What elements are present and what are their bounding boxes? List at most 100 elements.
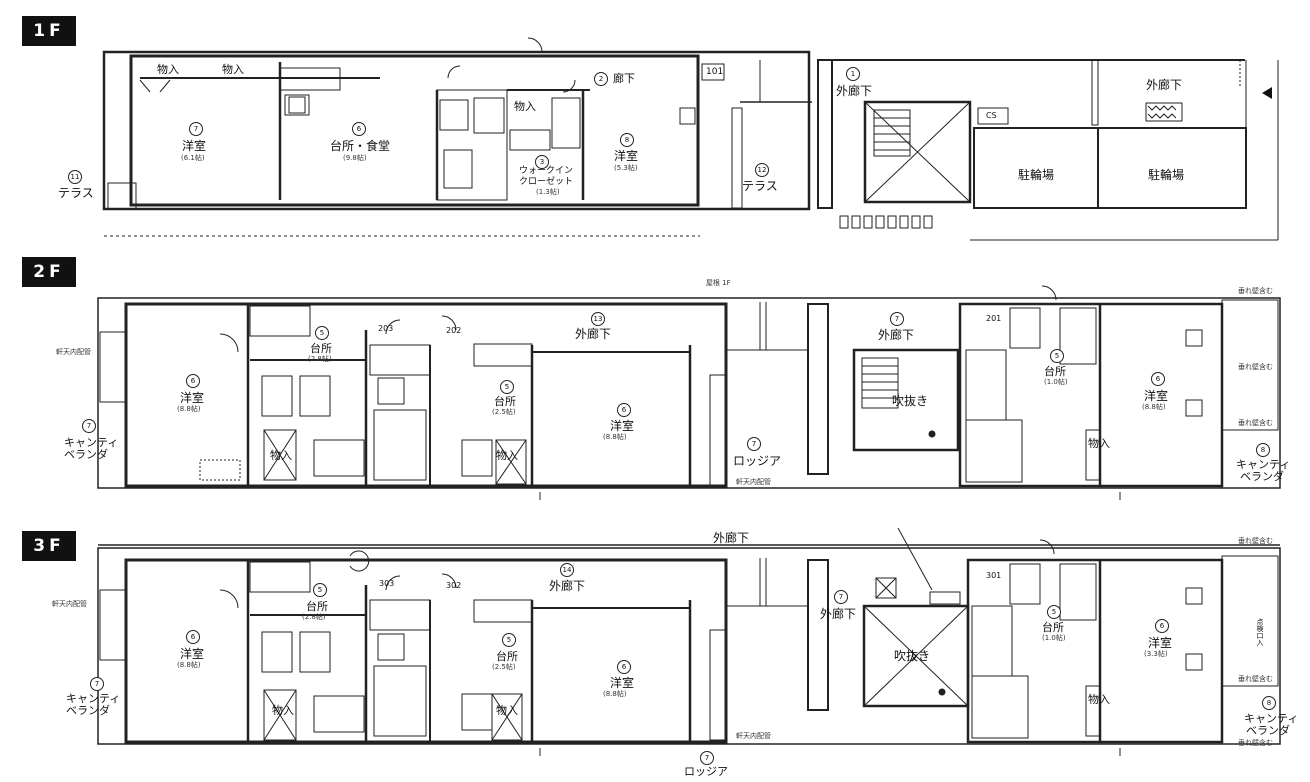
f3-east-room-name: 洋室: [1148, 636, 1173, 650]
f3-center-room-name: 洋室: [610, 676, 635, 690]
f2-unit-202: 202: [446, 326, 462, 335]
f2-center-room-size: (8.8帖): [603, 433, 627, 441]
f3-kitchen3-num: 5: [1047, 605, 1061, 619]
f1-west-room-num: 7: [189, 122, 203, 136]
f2-west-room-num: 6: [186, 374, 200, 388]
f3-candy-veranda-num: 7: [90, 677, 104, 691]
f2-gutter-2: 垂れ壁含む: [1238, 363, 1273, 371]
f2-storage-1: 物入: [270, 449, 292, 462]
f1-kitchen-size: (9.8帖): [343, 154, 367, 162]
f2-unit-201: 201: [986, 314, 1002, 323]
plan-2f: [97, 285, 1281, 500]
f1-ext-corridor-2: 外廊下: [1146, 78, 1183, 92]
plan-3f: [97, 527, 1281, 756]
f3-gutter-2: 垂れ壁含む: [1238, 675, 1273, 683]
f2-center-room-num: 6: [617, 403, 631, 417]
f3-east-room-num: 6: [1155, 619, 1169, 633]
f2-kitchen1-num: 5: [315, 326, 329, 340]
f3-center-room-size: (8.8帖): [603, 690, 627, 698]
f3-kitchen1-name: 台所: [306, 600, 328, 613]
f2-west-room-name: 洋室: [180, 391, 205, 405]
f1-wic-size: (1.3帖): [536, 188, 560, 196]
f3-ext-corridor-e-num: 7: [834, 590, 848, 604]
f1-ext-corridor-num: 1: [846, 67, 860, 81]
f2-loggia-name: ロッジア: [733, 454, 782, 468]
f3-kitchen2-num: 5: [502, 633, 516, 647]
f1-kitchen-num: 6: [352, 122, 366, 136]
f3-unit-303: 303: [379, 579, 395, 588]
f3-pipe-left: 軒天内配管: [52, 600, 87, 608]
f2-candy-veranda-name2: ベランダ: [64, 448, 108, 461]
f3-kitchen1-size: (2.8帖): [302, 613, 326, 621]
plan-1f: [102, 37, 1279, 241]
f3-candy-veranda-e-num: 8: [1262, 696, 1276, 710]
f3-ext-corridor-e-name: 外廊下: [820, 607, 857, 621]
f2-loggia-num: 7: [747, 437, 761, 451]
f3-storage-3: 物入: [1088, 693, 1110, 706]
f2-unit-203: 203: [378, 324, 394, 333]
f2-top-note: 屋根 1F: [706, 279, 731, 287]
f2-pipe-left: 軒天内配管: [56, 348, 91, 356]
f3-west-room-num: 6: [186, 630, 200, 644]
f2-candy-veranda-num: 7: [82, 419, 96, 433]
f1-terrace-w-name: テラス: [58, 186, 94, 200]
f2-pipe-right: 軒天内配管: [736, 478, 771, 486]
f3-loggia-num: 7: [700, 751, 714, 765]
f2-kitchen3-name: 台所: [1044, 365, 1066, 378]
f3-unit-302: 302: [446, 581, 462, 590]
f1-west-room-name: 洋室: [182, 139, 207, 153]
f3-ext-corridor-num: 14: [560, 563, 574, 577]
f1-bike-parking-2: 駐輪場: [1148, 168, 1185, 182]
f2-center-room-name: 洋室: [610, 419, 635, 433]
f2-ext-corridor-num: 13: [591, 312, 605, 326]
f1-east-room-size: (5.3帖): [614, 164, 638, 172]
f3-west-room-name: 洋室: [180, 647, 205, 661]
f2-candy-veranda-name1: キャンティ: [64, 436, 119, 449]
f2-gutter-1: 垂れ壁含む: [1238, 287, 1273, 295]
floor-tag-3f: 3F: [22, 531, 76, 561]
f3-ext-corridor-name: 外廊下: [549, 579, 586, 593]
f1-kitchen-name: 台所・食堂: [330, 139, 391, 153]
f2-kitchen2-name: 台所: [494, 395, 516, 408]
floor-tag-1f: 1F: [22, 16, 76, 46]
f1-ext-corridor-name: 外廊下: [836, 84, 873, 98]
f3-kitchen1-num: 5: [313, 583, 327, 597]
f3-storage-1: 物入: [272, 704, 294, 717]
f2-void-label: 吹抜き: [892, 394, 929, 408]
f2-kitchen2-size: (2.5帖): [492, 408, 516, 416]
f1-wic-name2: クローゼット: [519, 177, 574, 187]
f3-candy-veranda-name2: ベランダ: [66, 704, 110, 717]
f3-storage-2: 物入: [496, 704, 518, 717]
f3-loggia-name: ロッジア: [684, 765, 728, 778]
f3-kitchen2-size: (2.5帖): [492, 663, 516, 671]
f3-ext-corridor-top: 外廊下: [713, 531, 750, 545]
f3-pipe-bottom: 軒天内配管: [736, 732, 771, 740]
f2-east-room-size: (8.8帖): [1142, 403, 1166, 411]
f1-terrace-e-name: テラス: [742, 179, 778, 193]
f2-ext-corridor-name: 外廊下: [575, 327, 612, 341]
f1-corridor-num: 2: [594, 72, 608, 86]
f2-candy-veranda-e-name1: キャンティ: [1236, 458, 1291, 471]
f2-east-room-name: 洋室: [1144, 389, 1169, 403]
f3-center-room-num: 6: [617, 660, 631, 674]
f3-kitchen3-size: (1.0帖): [1042, 634, 1066, 642]
floor-tag-2f: 2F: [22, 257, 76, 287]
f2-kitchen3-num: 5: [1050, 349, 1064, 363]
f1-cs-label: CS: [986, 111, 997, 120]
f1-mailbox-label: 101: [706, 67, 724, 77]
f2-kitchen3-size: (1.0帖): [1044, 378, 1068, 386]
f3-kitchen2-name: 台所: [496, 650, 518, 663]
f2-ext-corridor-e-num: 7: [890, 312, 904, 326]
f3-candy-veranda-e-name1: キャンティ: [1244, 712, 1299, 725]
f3-gutter-3: 垂れ壁含む: [1238, 739, 1273, 747]
f2-kitchen2-num: 5: [500, 380, 514, 394]
f3-candy-veranda-e-name2: ベランダ: [1246, 724, 1290, 737]
f1-storage-2: 物入: [222, 63, 244, 76]
f1-west-room-size: (6.1帖): [181, 154, 205, 162]
f2-kitchen1-size: (2.8帖): [308, 355, 332, 363]
f2-kitchen1-name: 台所: [310, 342, 332, 355]
f2-east-room-num: 6: [1151, 372, 1165, 386]
f3-candy-veranda-name1: キャンティ: [66, 692, 121, 705]
f3-gutter-1: 垂れ壁含む: [1238, 537, 1273, 545]
